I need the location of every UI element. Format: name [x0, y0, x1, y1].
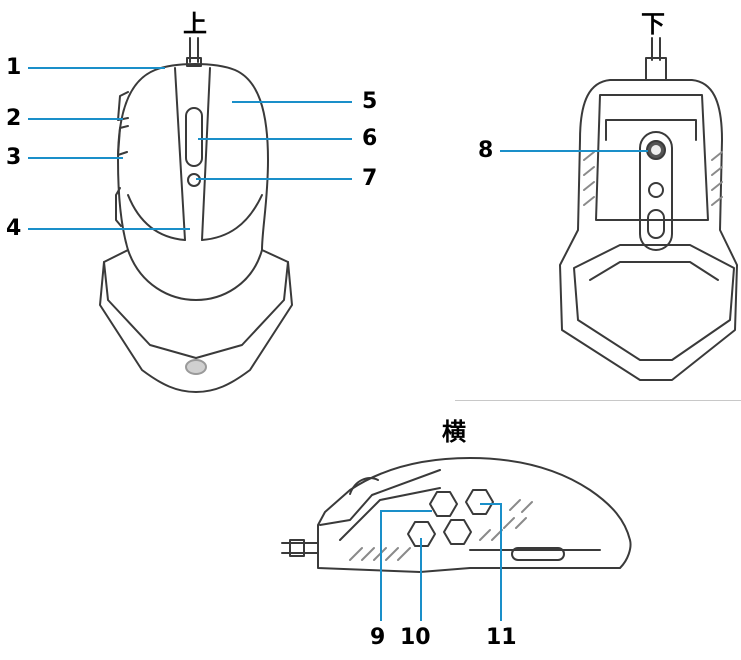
callout-line-3	[28, 157, 123, 159]
side-cable	[281, 542, 319, 554]
top-scroll-wheel	[185, 107, 203, 167]
callout-label-1: 1	[6, 55, 22, 80]
side-hex-button-2	[465, 489, 494, 515]
top-side-button-lower	[117, 125, 129, 156]
callout-line-2	[28, 118, 123, 120]
side-hex-button-4	[443, 519, 472, 545]
bottom-top-glide	[605, 119, 697, 141]
bottom-inner-plate	[595, 94, 709, 221]
top-dpi-button	[187, 173, 201, 187]
bottom-sensor-dot	[651, 145, 661, 155]
bottom-side-hatching	[583, 151, 723, 206]
side-shell-outline	[317, 457, 632, 573]
side-cable-plug	[289, 539, 305, 557]
side-indicator-bar	[511, 547, 565, 561]
callout-line-6	[198, 138, 352, 140]
callout-line-11-vertical	[500, 504, 502, 621]
callout-label-2: 2	[6, 106, 22, 131]
callout-label-11: 11	[486, 625, 517, 650]
bottom-cable-strain-relief	[645, 57, 667, 81]
callout-label-8: 8	[478, 138, 494, 163]
top-button-rear-edge	[127, 194, 263, 241]
top-side-button-upper	[117, 91, 129, 121]
bottom-cable	[651, 37, 661, 61]
side-wheel-bump	[349, 477, 379, 495]
bottom-shell-outline	[559, 79, 738, 381]
callout-line-7	[196, 178, 352, 180]
callout-label-6: 6	[362, 126, 378, 151]
side-upper-trim	[339, 487, 441, 541]
top-palm-band	[103, 261, 289, 359]
side-hex-button-1	[429, 491, 458, 517]
callout-line-9-vertical	[380, 511, 382, 621]
top-right-button-edge	[201, 67, 211, 241]
side-view-mouse	[281, 457, 632, 573]
top-side-grip	[115, 187, 122, 227]
bottom-sensor-pad	[647, 209, 665, 239]
top-palm-curve	[127, 249, 263, 301]
callout-label-3: 3	[6, 145, 22, 170]
view-title-side: 横	[442, 418, 466, 446]
top-view-mouse	[99, 37, 293, 393]
bottom-sensor-housing	[639, 131, 673, 251]
bottom-view-mouse	[559, 37, 738, 381]
bottom-rear-glide-inner	[589, 261, 719, 281]
top-alienware-logo	[185, 359, 207, 375]
callout-label-5: 5	[362, 89, 378, 114]
side-top-ridge	[319, 469, 441, 526]
top-left-button-edge	[174, 67, 186, 241]
callout-line-8	[500, 150, 648, 152]
callout-label-9: 9	[370, 625, 386, 650]
side-hex-button-3	[407, 521, 436, 547]
callout-line-5	[232, 101, 352, 103]
callout-label-10: 10	[400, 625, 431, 650]
callout-label-7: 7	[362, 166, 378, 191]
callout-line-11-horizontal	[480, 503, 502, 505]
callout-line-10	[420, 538, 422, 621]
callout-label-4: 4	[6, 216, 22, 241]
section-divider	[455, 400, 741, 401]
view-title-top: 上	[183, 10, 207, 38]
callout-line-9-horizontal	[380, 510, 432, 512]
bottom-sensor-lens	[648, 182, 664, 198]
top-shell-outline	[99, 63, 293, 393]
callout-line-1	[28, 67, 165, 69]
callout-line-4	[28, 228, 190, 230]
view-title-bottom: 下	[641, 10, 665, 38]
